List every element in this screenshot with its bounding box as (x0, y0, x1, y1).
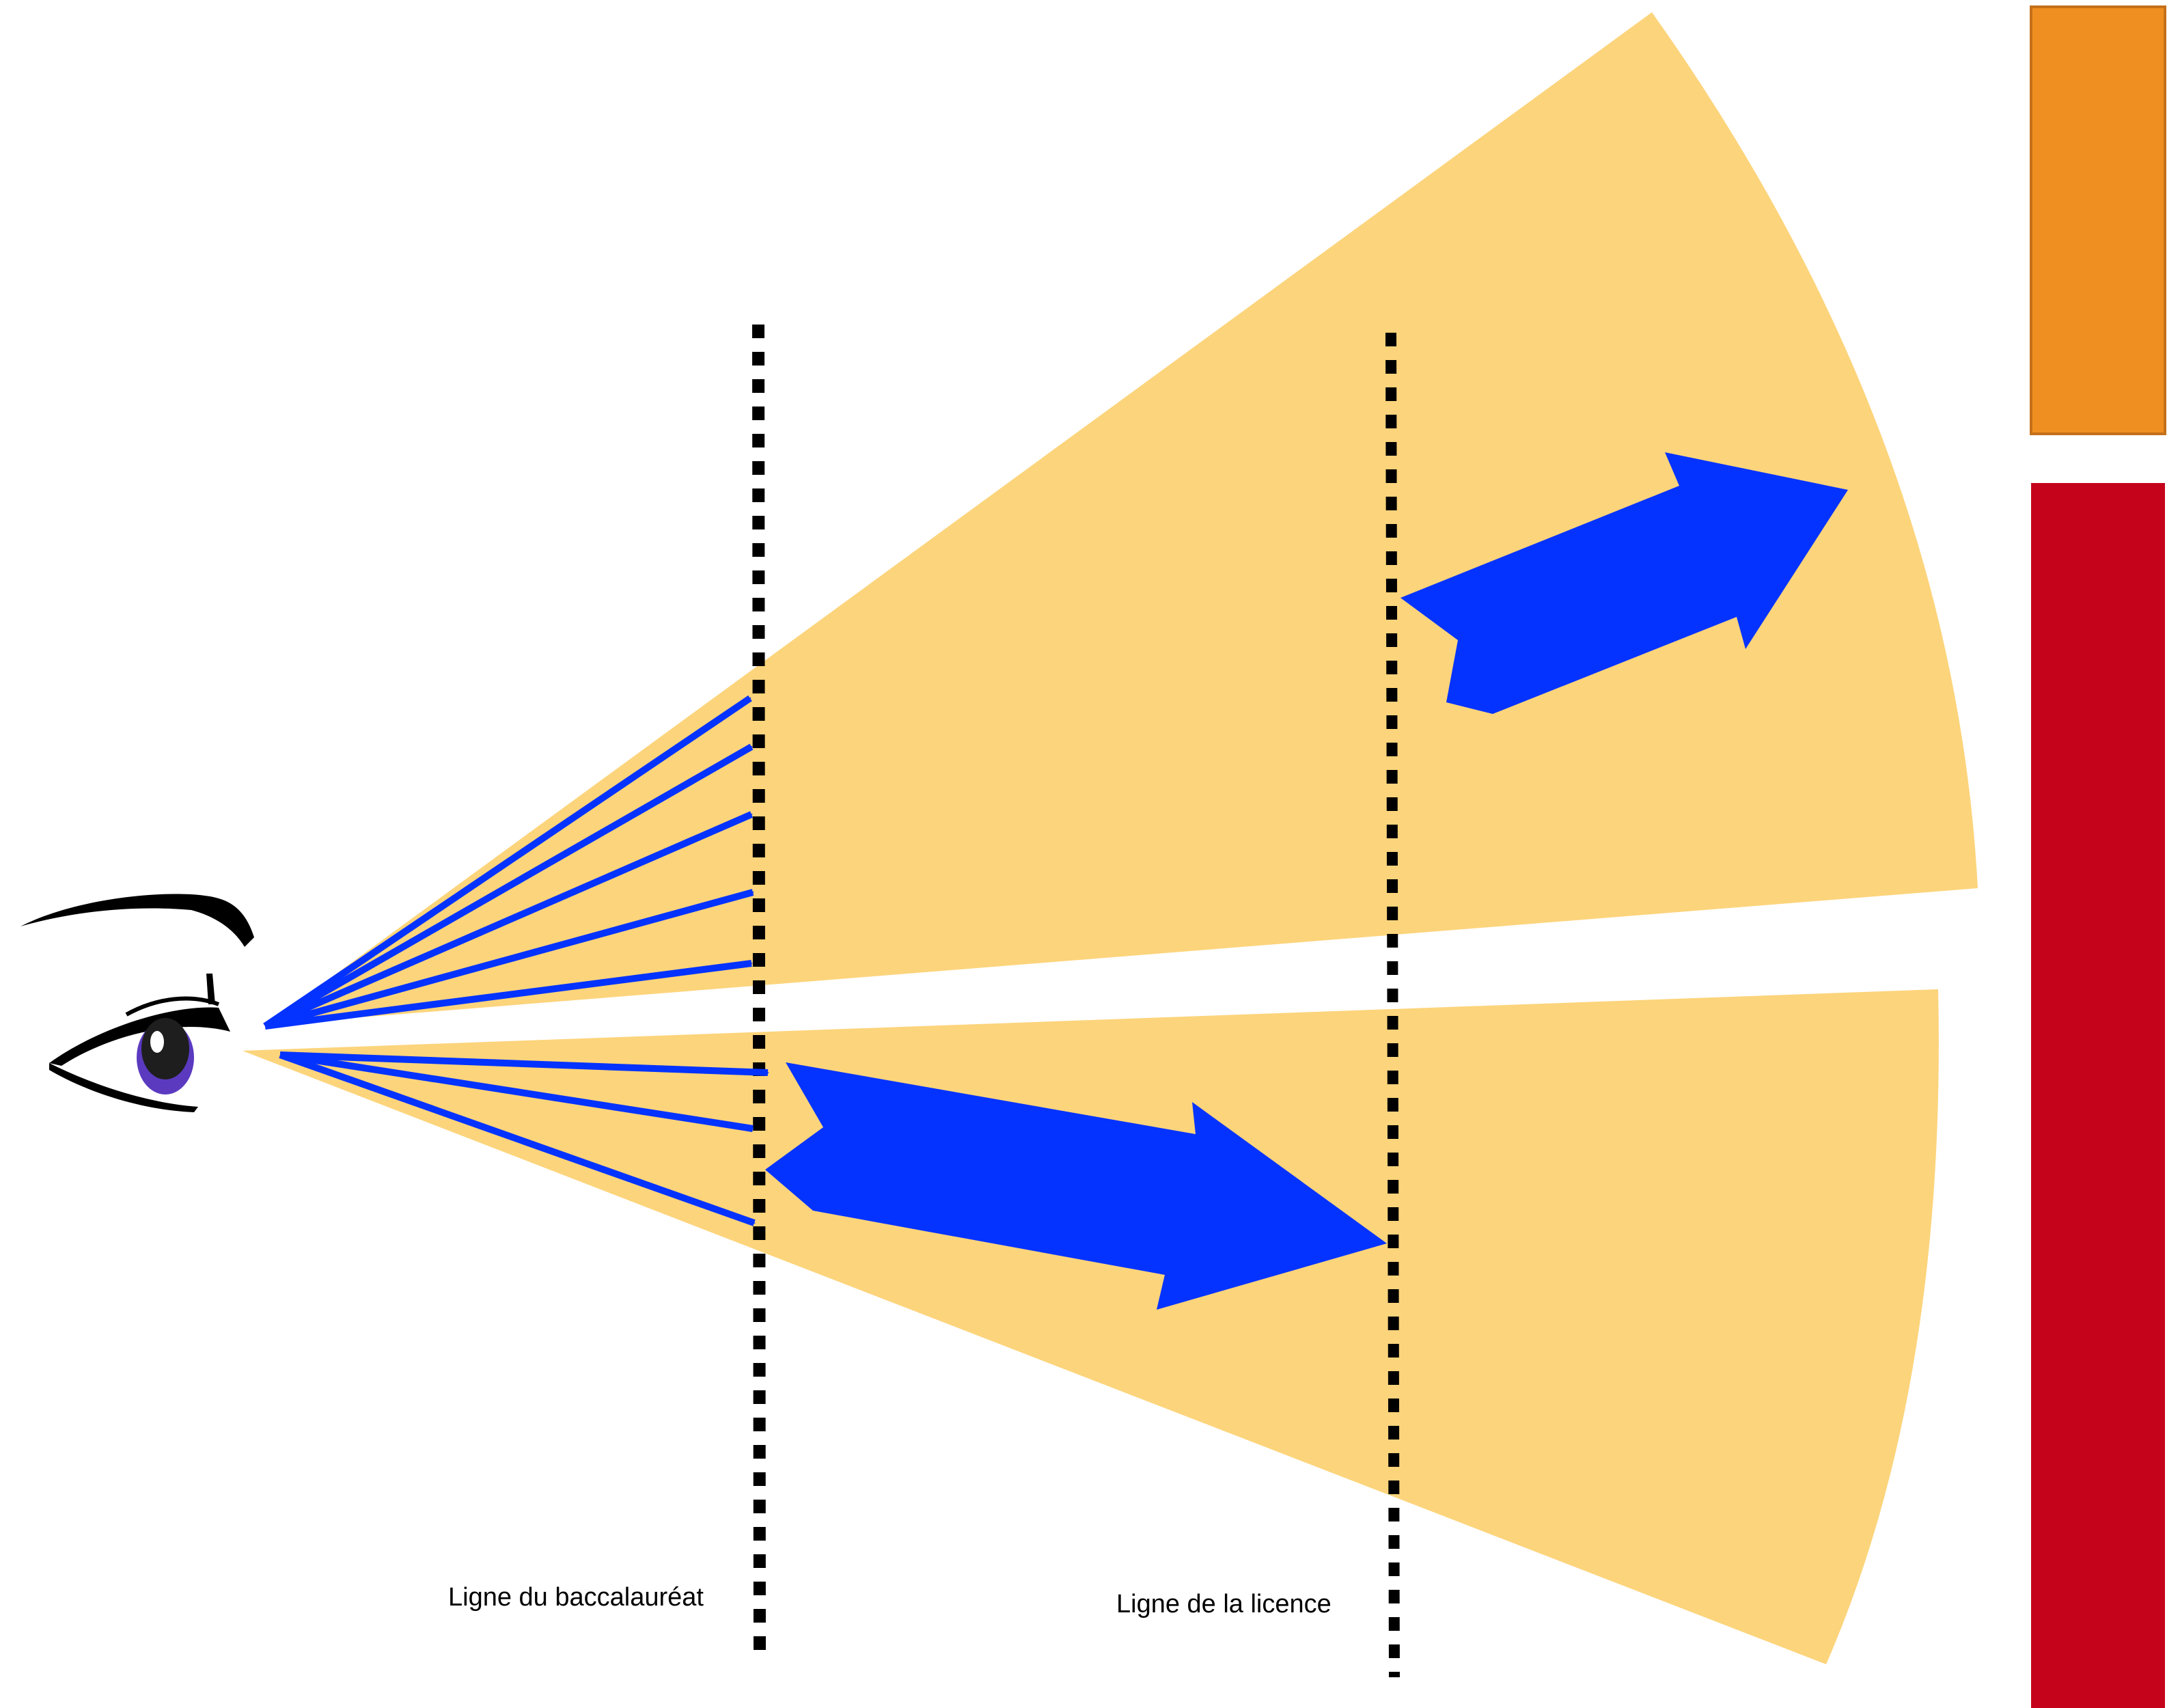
bottom-red-bar (2031, 483, 2165, 1708)
eye-icon (20, 894, 254, 1112)
licence-dotted-line (1385, 332, 1400, 1678)
small-arrow-7 (279, 1051, 754, 1132)
baccalaureat-dotted-line (752, 324, 766, 1661)
eyelash (206, 974, 215, 1004)
lower-vision-cone (243, 989, 1939, 1664)
large-arrow-upper (1401, 452, 1848, 714)
small-arrow-2 (263, 743, 754, 1030)
upper-eyelid (49, 1007, 230, 1066)
small-arrow-4 (264, 889, 754, 1030)
eye-highlight (150, 1031, 164, 1053)
baccalaureat-line-label: Ligne du baccalauréat (448, 1583, 704, 1612)
eyebrow (20, 894, 254, 947)
large-arrow-lower (765, 1062, 1387, 1310)
small-arrow-3 (264, 811, 753, 1030)
small-arrow-1 (263, 695, 752, 1030)
top-orange-bar (2030, 5, 2166, 435)
lower-eyelid (49, 1063, 198, 1112)
licence-line-label: Ligne de la licence (1116, 1590, 1332, 1619)
small-arrows-group (263, 695, 769, 1226)
pupil (141, 1018, 189, 1079)
upper-vision-cone (266, 12, 1978, 1025)
small-arrow-8 (279, 1051, 756, 1226)
small-arrow-6 (279, 1051, 769, 1076)
small-arrow-5 (264, 960, 753, 1030)
